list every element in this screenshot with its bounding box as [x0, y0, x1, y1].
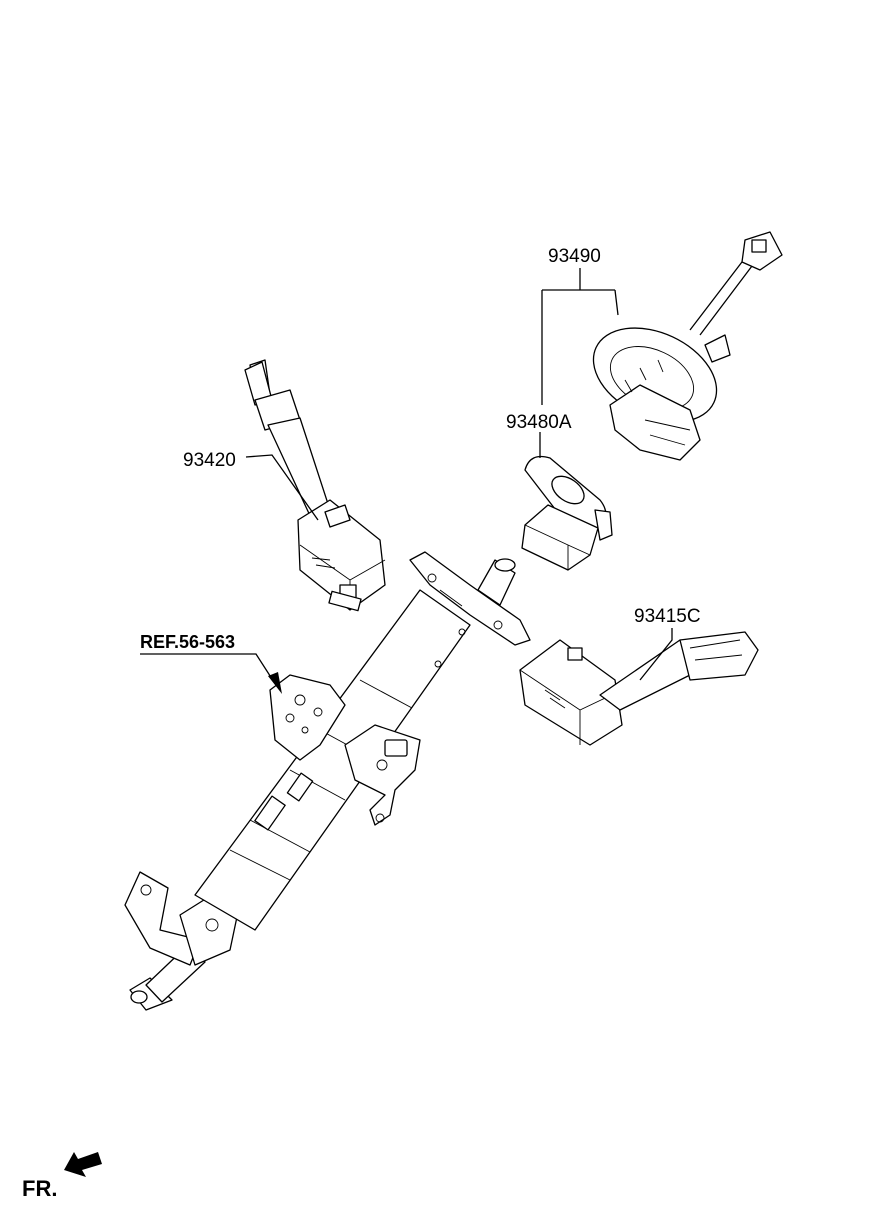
label-93480a: 93480A [506, 412, 572, 433]
steering-column [124, 551, 531, 1011]
left-switch [244, 359, 386, 612]
label-reference: REF.56-563 [140, 632, 235, 652]
right-switch [519, 631, 759, 746]
label-front: FR. [22, 1176, 57, 1201]
front-arrow-icon [64, 1152, 102, 1177]
steering-angle-sensor [521, 455, 613, 571]
front-direction-indicator: FR. [22, 1152, 102, 1201]
label-93415c: 93415C [634, 606, 701, 627]
leader-lines [140, 268, 673, 694]
clock-spring [592, 231, 783, 461]
label-93420: 93420 [183, 450, 236, 471]
label-93490: 93490 [548, 246, 601, 267]
